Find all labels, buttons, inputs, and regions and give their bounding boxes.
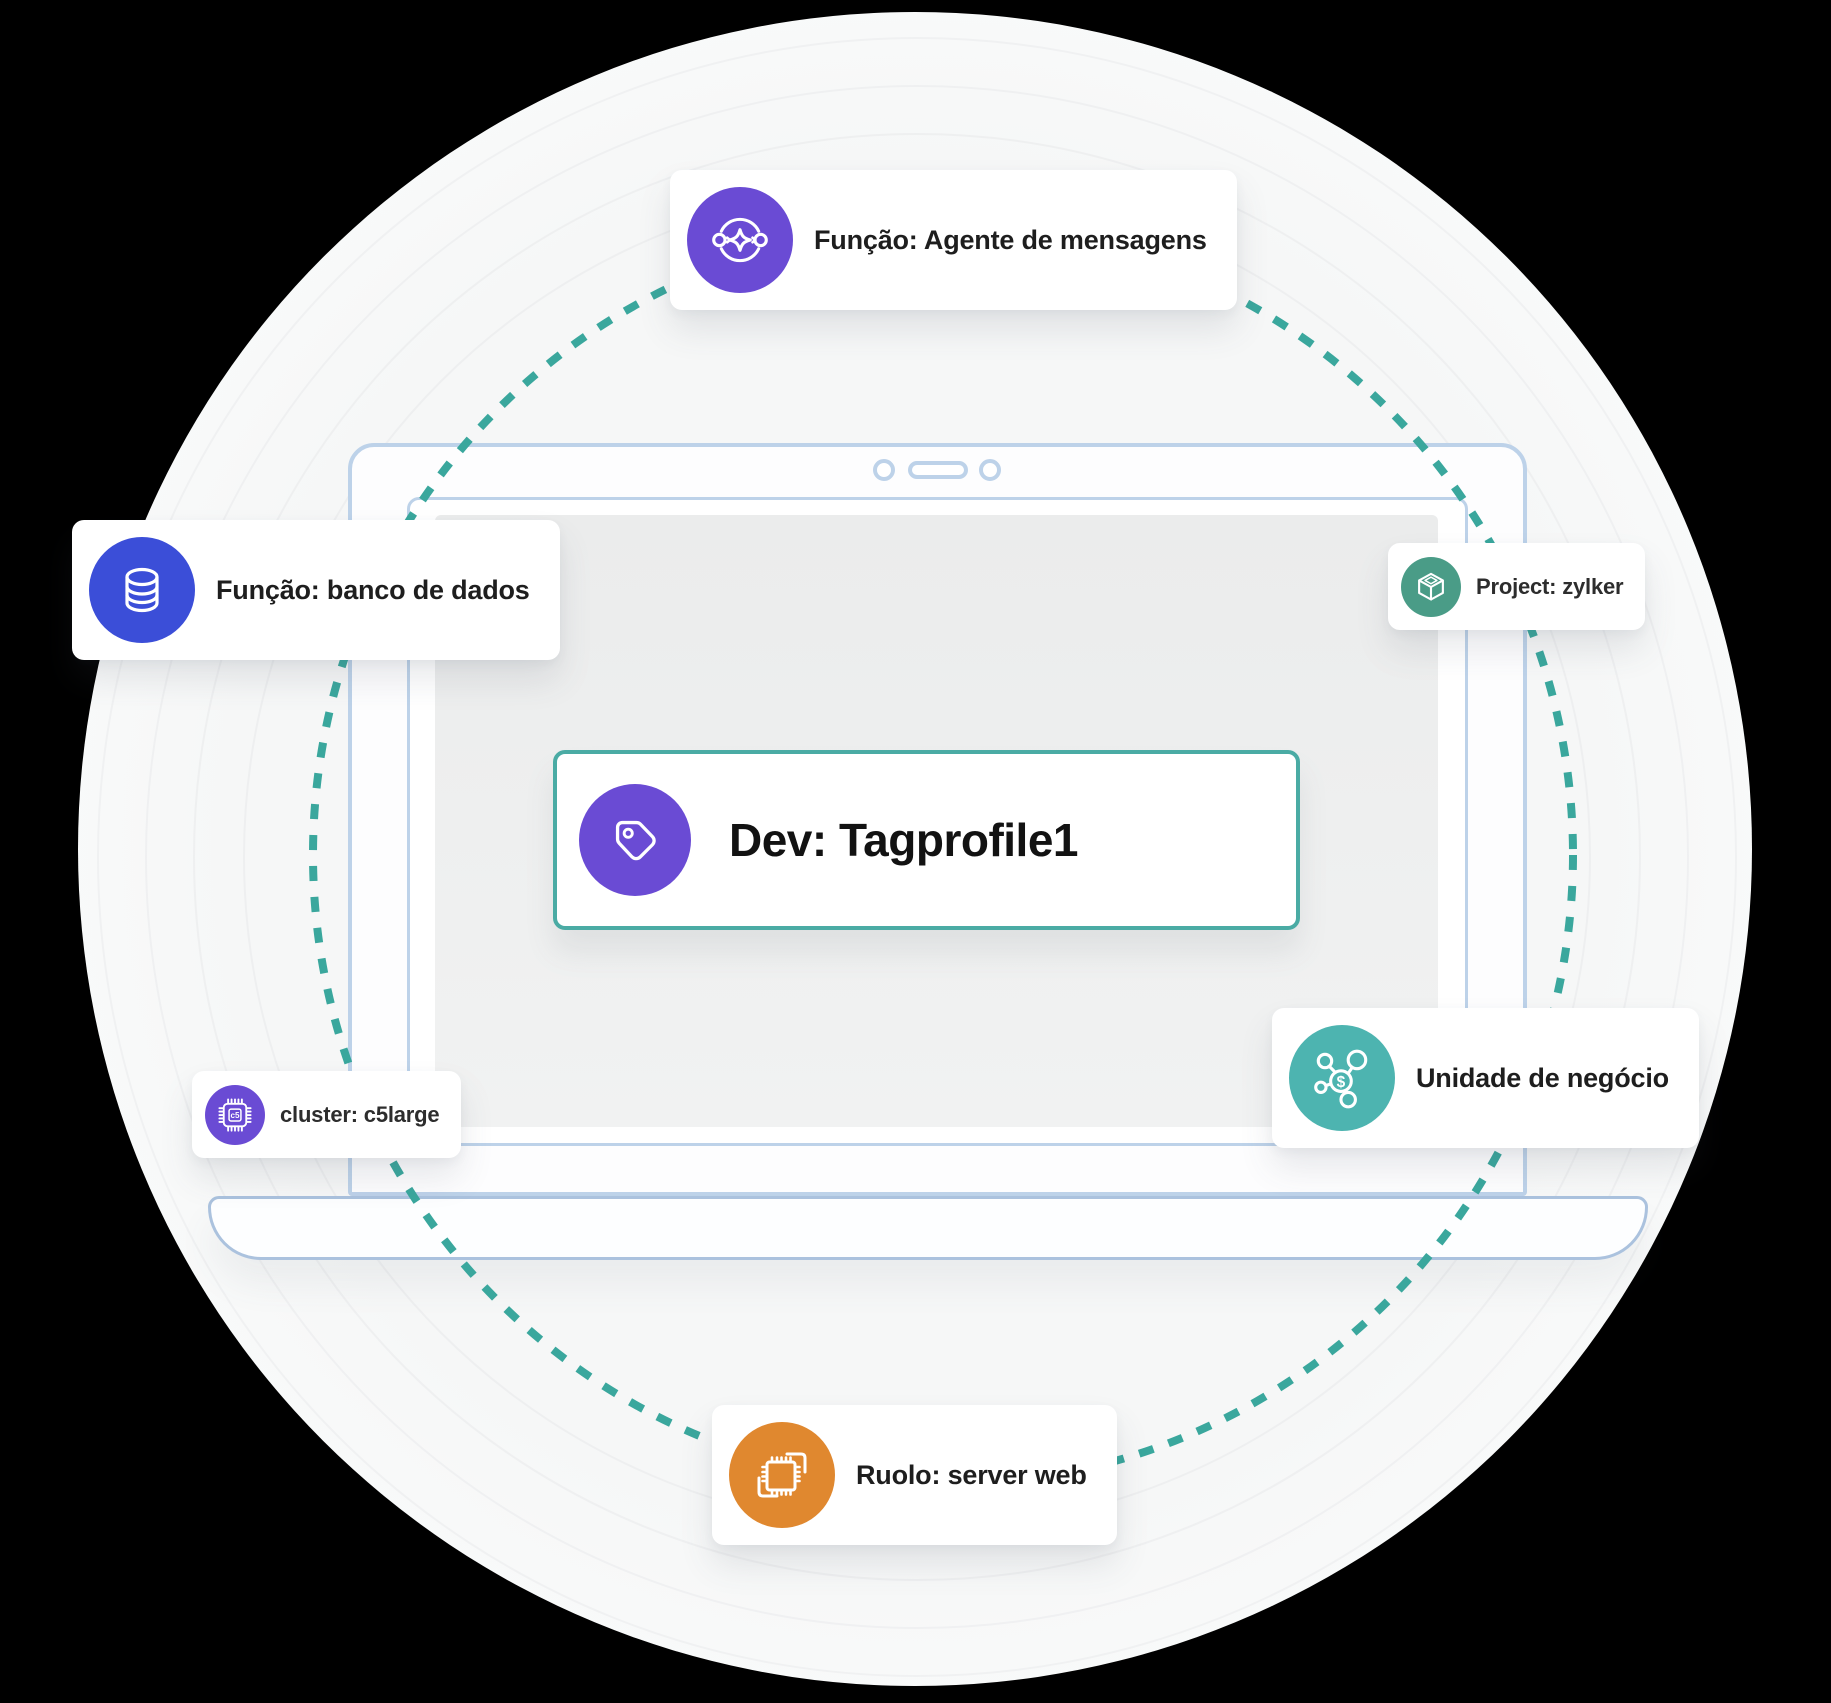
tag-card-label: Unidade de negócio xyxy=(1416,1062,1669,1093)
ripple-ring xyxy=(97,37,1737,1677)
tag-card-business: $ Unidade de negócio xyxy=(1272,1008,1699,1148)
tag-card-database: Função: banco de dados xyxy=(72,520,560,660)
message-broker-icon xyxy=(687,187,793,293)
tag-icon xyxy=(579,784,691,896)
laptop-camera-dot-left xyxy=(873,459,895,481)
tag-card-label: Função: banco de dados xyxy=(216,574,530,605)
center-tag-card: Dev: Tagprofile1 xyxy=(553,750,1300,930)
dollar-symbol: $ xyxy=(1337,1074,1346,1091)
tag-card-label: Ruolo: server web xyxy=(856,1459,1087,1490)
tag-card-label: cluster: c5large xyxy=(280,1101,440,1127)
laptop-speaker-pill xyxy=(908,461,968,479)
tag-card-project: Project: zylker xyxy=(1388,543,1646,630)
tag-card-broker: Função: Agente de mensagens xyxy=(670,170,1237,310)
cube-icon xyxy=(1401,556,1461,617)
database-icon xyxy=(89,537,195,643)
dollar-network-icon: $ xyxy=(1289,1025,1395,1131)
tag-card-role: Ruolo: server web xyxy=(712,1405,1117,1545)
tag-card-cluster: c5 cluster: c5large xyxy=(192,1071,462,1158)
chip-c5-text: c5 xyxy=(230,1111,240,1120)
tag-card-label: Project: zylker xyxy=(1476,573,1624,599)
chip-c5-icon: c5 xyxy=(205,1084,265,1145)
laptop-camera-dot-right xyxy=(979,459,1001,481)
tag-card-label: Função: Agente de mensagens xyxy=(814,224,1207,255)
center-tag-label: Dev: Tagprofile1 xyxy=(729,814,1079,866)
server-chip-icon xyxy=(729,1422,835,1528)
